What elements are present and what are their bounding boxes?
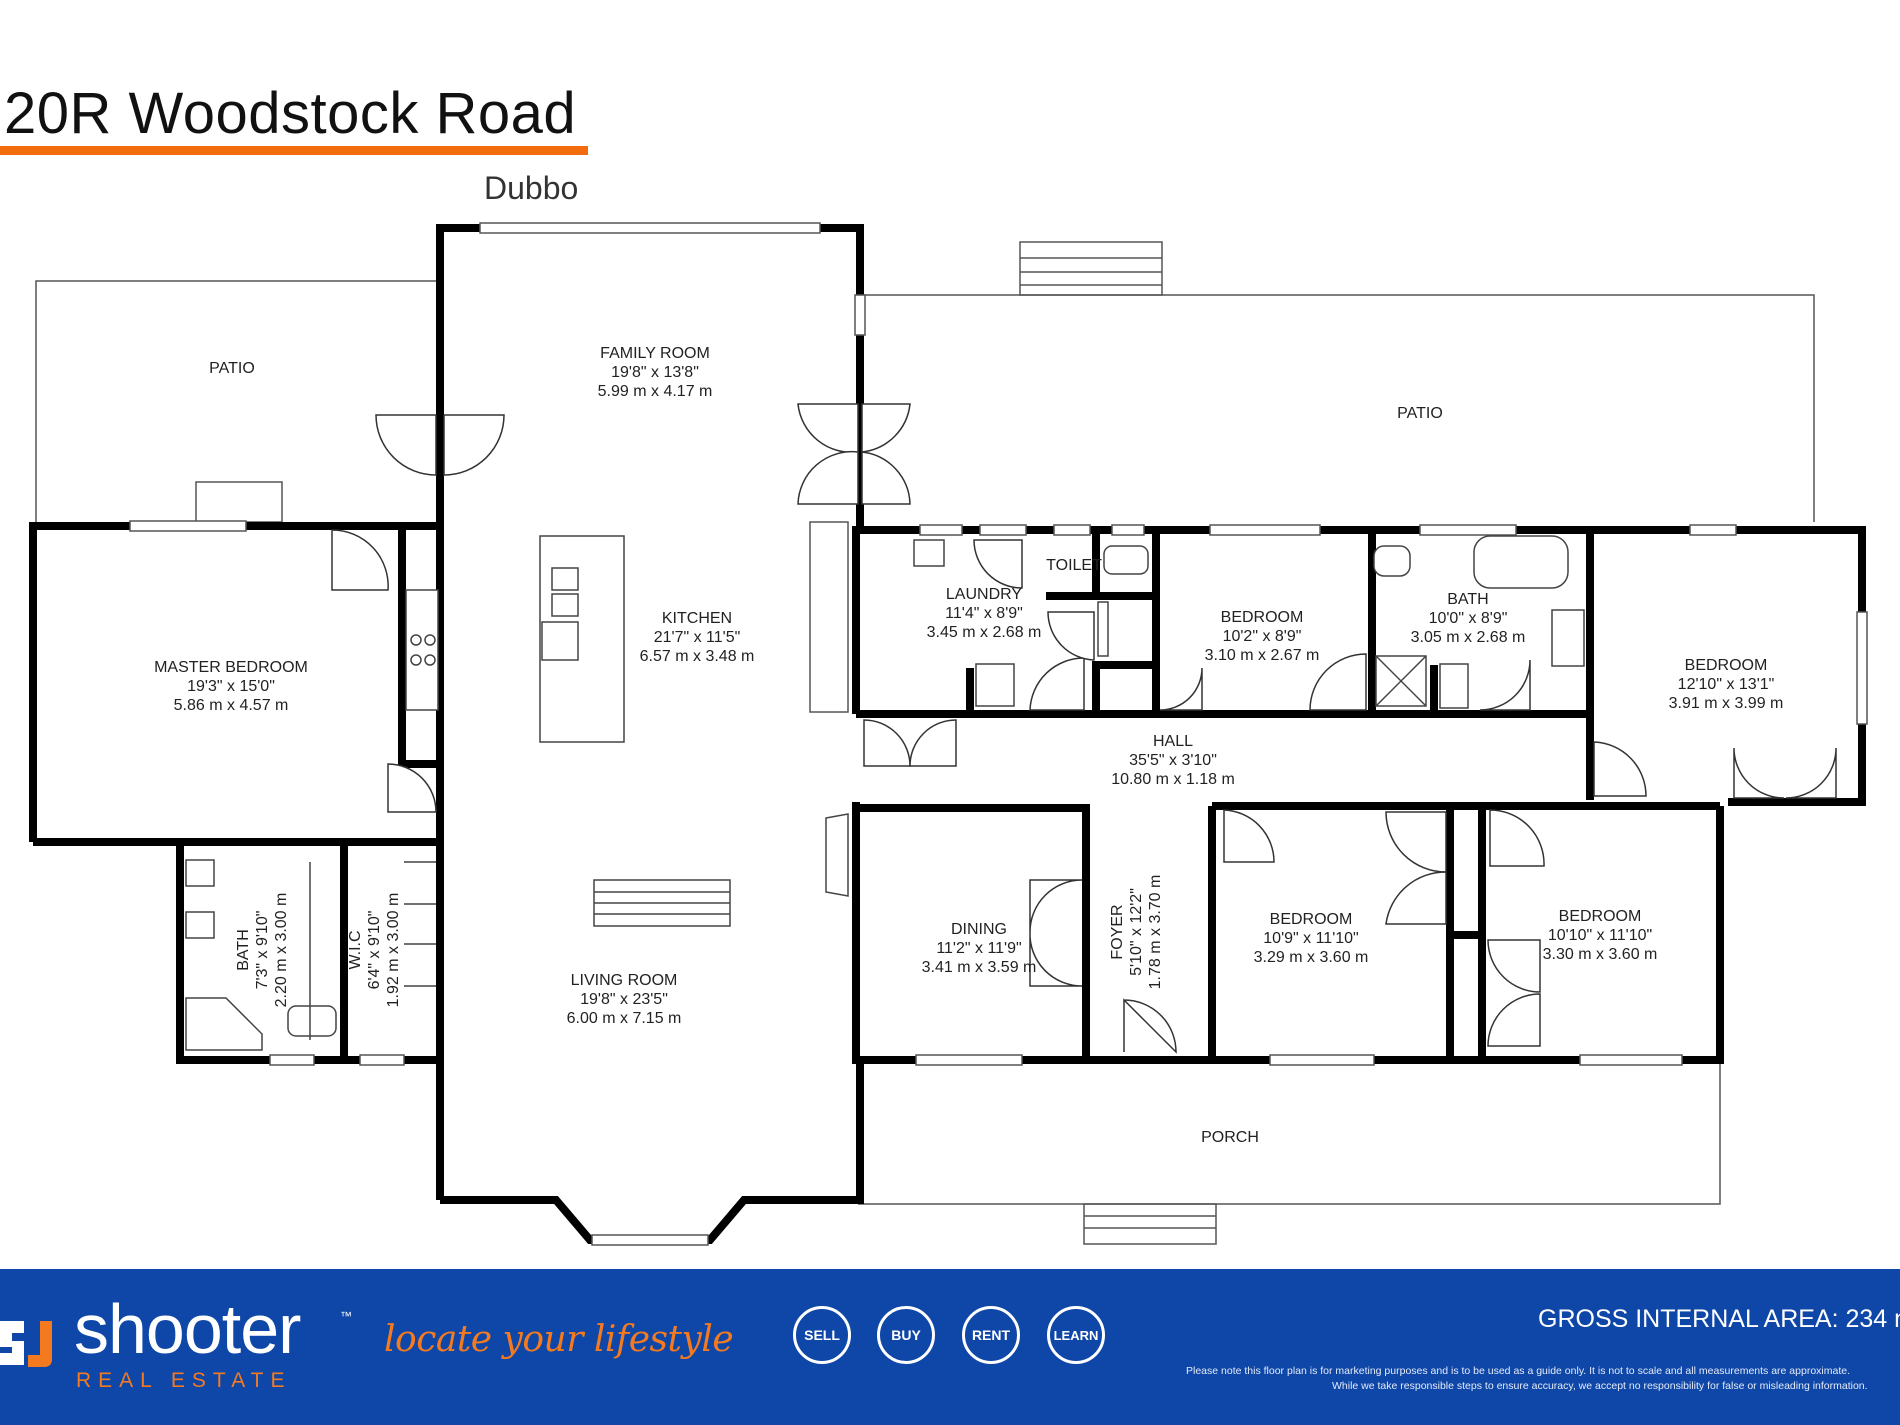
family-room-imperial: 19'8" x 13'8" bbox=[611, 364, 699, 381]
laundry-imperial: 11'4" x 8'9" bbox=[945, 605, 1023, 622]
bedroom-2-metric: 3.10 m x 2.67 m bbox=[1205, 647, 1320, 664]
bedroom-5-imperial: 10'10" x 11'10" bbox=[1548, 927, 1652, 944]
bath-2-metric: 3.05 m x 2.68 m bbox=[1411, 629, 1526, 646]
learn-button[interactable]: LEARN bbox=[1047, 1306, 1105, 1364]
kitchen-name: KITCHEN bbox=[662, 610, 732, 627]
disclaimer-line-2: While we take responsible steps to ensur… bbox=[1332, 1380, 1868, 1392]
bedroom-3-metric: 3.91 m x 3.99 m bbox=[1669, 695, 1784, 712]
master-bedroom-name: MASTER BEDROOM bbox=[154, 659, 308, 676]
bedroom-4-imperial: 10'9" x 11'10" bbox=[1263, 930, 1358, 947]
foyer-name: FOYER bbox=[1109, 904, 1126, 959]
bedroom-4-metric: 3.29 m x 3.60 m bbox=[1254, 949, 1369, 966]
family-room-metric: 5.99 m x 4.17 m bbox=[598, 383, 713, 400]
master-bath-metric: 2.20 m x 3.00 m bbox=[273, 893, 290, 1008]
foyer-imperial: 5'10" x 12'2" bbox=[1128, 888, 1145, 976]
bathtub bbox=[1473, 535, 1569, 589]
porch-name: PORCH bbox=[1201, 1129, 1259, 1146]
buy-button[interactable]: BUY bbox=[877, 1306, 935, 1364]
bedroom-4-name: BEDROOM bbox=[1270, 911, 1353, 928]
bedroom-3-name: BEDROOM bbox=[1685, 657, 1768, 674]
footer-banner: shooter ™ REAL ESTATE locate your lifest… bbox=[0, 1269, 1900, 1425]
living-room-metric: 6.00 m x 7.15 m bbox=[567, 1010, 682, 1027]
title-underline bbox=[0, 146, 588, 155]
gross-internal-area: GROSS INTERNAL AREA: 234 m² bbox=[1538, 1305, 1900, 1333]
property-address: 20R Woodstock Road bbox=[4, 81, 577, 146]
wic-imperial: 6'4" x 9'10" bbox=[366, 911, 383, 990]
disclaimer-line-1: Please note this floor plan is for marke… bbox=[1186, 1365, 1851, 1377]
brand-tagline: locate your lifestyle bbox=[384, 1319, 734, 1360]
doors bbox=[331, 403, 1837, 1054]
master-bedroom-imperial: 19'3" x 15'0" bbox=[187, 678, 275, 695]
shooter-logo-icon bbox=[0, 1321, 52, 1367]
bedroom-5-name: BEDROOM bbox=[1559, 908, 1642, 925]
fixtures bbox=[185, 535, 1585, 1051]
bath-2-imperial: 10'0" x 8'9" bbox=[1429, 610, 1508, 627]
master-bedroom-metric: 5.86 m x 4.57 m bbox=[174, 697, 289, 714]
brand-subtitle: REAL ESTATE bbox=[76, 1369, 292, 1392]
wic-name: W.I.C bbox=[347, 930, 364, 969]
laundry-metric: 3.45 m x 2.68 m bbox=[927, 624, 1042, 641]
dining-metric: 3.41 m x 3.59 m bbox=[922, 959, 1037, 976]
master-bath-imperial: 7'3" x 9'10" bbox=[254, 911, 271, 990]
steps-porch bbox=[1083, 1203, 1217, 1245]
toilet-fixture bbox=[1103, 545, 1149, 575]
dining-imperial: 11'2" x 11'9" bbox=[936, 940, 1021, 957]
kitchen-metric: 6.57 m x 3.48 m bbox=[640, 648, 755, 665]
laundry-tub bbox=[913, 539, 945, 567]
laundry-name: LAUNDRY bbox=[946, 586, 1023, 603]
foyer-metric: 1.78 m x 3.70 m bbox=[1147, 875, 1164, 990]
patio-left-name: PATIO bbox=[209, 360, 255, 377]
kitchen-bench bbox=[405, 589, 439, 711]
kitchen-bench-outline bbox=[809, 521, 849, 713]
floor-plan: FAMILY ROOM 19'8" x 13'8" 5.99 m x 4.17 … bbox=[29, 222, 1868, 1246]
living-room-imperial: 19'8" x 23'5" bbox=[580, 991, 668, 1008]
patio-right-name: PATIO bbox=[1397, 405, 1443, 422]
bedroom-3-imperial: 12'10" x 13'1" bbox=[1678, 676, 1775, 693]
hall-name: HALL bbox=[1153, 733, 1193, 750]
property-suburb: Dubbo bbox=[484, 170, 579, 206]
room-labels: FAMILY ROOM 19'8" x 13'8" 5.99 m x 4.17 … bbox=[154, 345, 1783, 1146]
brand-trademark: ™ bbox=[340, 1309, 352, 1323]
patio-furniture bbox=[195, 481, 283, 523]
bedroom-2-imperial: 10'2" x 8'9" bbox=[1223, 628, 1302, 645]
kitchen-imperial: 21'7" x 11'5" bbox=[654, 629, 741, 646]
hall-imperial: 35'5" x 3'10" bbox=[1129, 752, 1217, 769]
toilet-name: TOILET bbox=[1046, 557, 1102, 574]
bath-2-name: BATH bbox=[1447, 591, 1488, 608]
master-bath-name: BATH bbox=[235, 929, 252, 970]
steps-rear bbox=[1019, 241, 1163, 296]
hall-metric: 10.80 m x 1.18 m bbox=[1111, 771, 1235, 788]
brand-name: shooter bbox=[74, 1290, 301, 1368]
sell-button[interactable]: SELL bbox=[793, 1306, 851, 1364]
windows bbox=[129, 222, 1868, 1246]
wic-metric: 1.92 m x 3.00 m bbox=[385, 893, 402, 1008]
bedroom-5-metric: 3.30 m x 3.60 m bbox=[1543, 946, 1658, 963]
dining-name: DINING bbox=[951, 921, 1007, 938]
bedroom-2-name: BEDROOM bbox=[1221, 609, 1304, 626]
rent-button[interactable]: RENT bbox=[962, 1306, 1020, 1364]
family-room-name: FAMILY ROOM bbox=[600, 345, 710, 362]
living-room-name: LIVING ROOM bbox=[571, 972, 678, 989]
